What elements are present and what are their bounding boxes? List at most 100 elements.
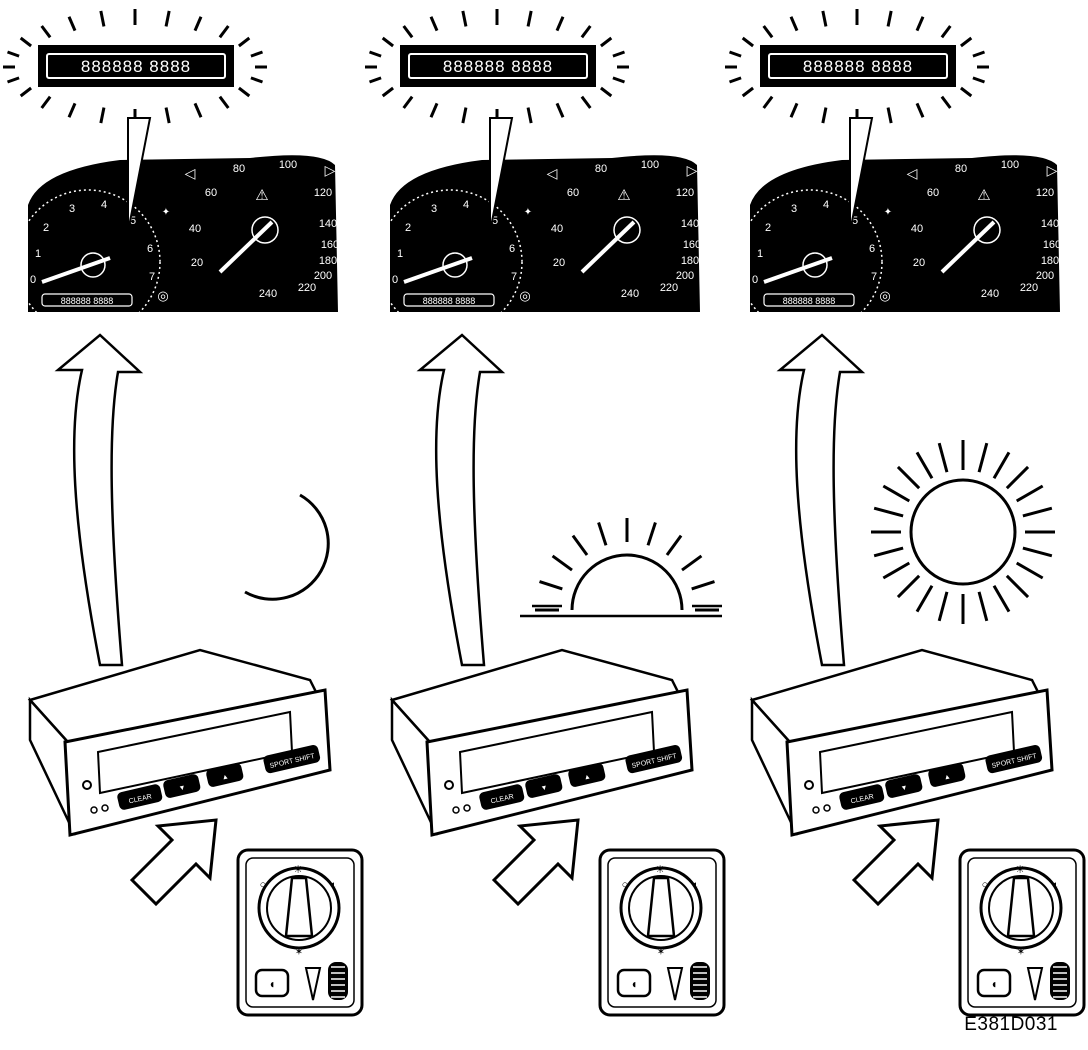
sid-light-sensor-icon	[82, 780, 92, 790]
speedometer-tick-label: 20	[191, 257, 203, 269]
sun-ray-icon	[992, 584, 1011, 613]
speedometer-tick-label: 160	[683, 239, 701, 251]
speedometer-tick-label: 140	[1041, 218, 1059, 230]
sun-ray-icon	[896, 574, 921, 599]
sun-ray-icon	[665, 534, 683, 556]
speedometer-tick-label: 220	[1020, 282, 1038, 294]
parking-light-icon: ○	[260, 879, 267, 891]
sun-ray-icon	[937, 442, 949, 473]
sid-button	[525, 774, 563, 798]
tachometer-tick-label: 1	[757, 248, 763, 260]
glow-ray-icon	[402, 25, 414, 39]
speedometer-tick-label: 200	[1036, 270, 1054, 282]
sid-button	[839, 784, 885, 810]
sid-button	[885, 774, 923, 798]
sid-button-label: ▲	[583, 773, 591, 781]
glow-ray-icon	[461, 107, 468, 124]
sun-ray-icon	[882, 561, 911, 580]
lcd-housing	[760, 45, 956, 87]
illumination-flow-arrow	[776, 333, 866, 667]
turn-left-indicator-icon: ◁	[547, 165, 558, 181]
dimmer-indicator-triangle	[304, 967, 322, 1001]
speedometer-tick-label: 60	[567, 187, 579, 199]
glow-ray-icon	[789, 16, 799, 32]
sid-indicator-led	[812, 806, 820, 814]
sid-button	[625, 744, 683, 774]
light-switch-input-arrow	[491, 818, 580, 907]
glow-ray-icon	[821, 10, 828, 27]
lcd-display-unit: 888888 8888	[3, 9, 267, 125]
sid-button-label: ▲	[943, 773, 951, 781]
lcd-window	[408, 53, 588, 79]
tachometer-tick-label: 5	[852, 215, 858, 227]
lcd-display-unit: 888888 8888	[365, 9, 629, 125]
turn-left-indicator-icon: ◁	[185, 165, 196, 181]
knob-grip	[646, 876, 676, 938]
sun-icon	[871, 440, 1055, 624]
illumination-flow-arrow	[54, 333, 144, 667]
sid-button	[928, 763, 966, 787]
glow-ray-icon	[193, 102, 203, 118]
tachometer-tick-label: 7	[871, 271, 877, 283]
sun-ray-icon	[691, 580, 715, 591]
sun-ray-icon	[1005, 465, 1030, 490]
switch-inner-frame	[245, 857, 355, 1008]
tachometer-hub	[80, 252, 106, 278]
glow-ray-icon	[612, 76, 626, 84]
pointer-wedge	[127, 117, 152, 233]
glow-ray-icon	[461, 10, 468, 27]
glow-ray-icon	[789, 102, 799, 118]
glow-ray-icon	[67, 102, 77, 118]
glow-ray-icon	[164, 10, 171, 27]
sid-button-label: ▲	[221, 773, 229, 781]
sun-ray-icon	[1015, 484, 1044, 503]
speedometer-tick-label: 180	[681, 255, 699, 267]
sun-ray-icon	[873, 546, 904, 558]
glow-ray-icon	[218, 25, 230, 39]
glow-ray-icon	[580, 95, 592, 109]
headlight-icon: ☀	[655, 864, 665, 876]
glow-ray-icon	[6, 50, 20, 58]
sid-indicator-led	[101, 804, 109, 812]
tachometer-tick-label: 6	[869, 243, 875, 255]
fog-light-icon: ◖	[990, 977, 997, 991]
sid-button-label: ▼	[540, 784, 548, 792]
moon-icon	[244, 493, 330, 601]
glow-ray-icon	[960, 36, 973, 48]
panel-dimmer-icon: ✶	[1017, 947, 1025, 958]
tachometer-tick-label: 6	[147, 243, 153, 255]
glow-ray-icon	[886, 10, 893, 27]
switch-inner-frame	[607, 857, 717, 1008]
speedometer-tick-label: 240	[621, 288, 639, 300]
tachometer-hub	[802, 252, 828, 278]
tachometer-needle	[41, 256, 111, 284]
dimmer-indicator-triangle	[1026, 967, 1044, 1001]
odometer-window	[403, 293, 495, 307]
lcd-readout: 888888 8888	[81, 57, 191, 76]
glow-ray-icon	[886, 107, 893, 124]
sun-ray-icon	[915, 584, 934, 613]
tachometer-tick-label: 2	[765, 222, 771, 234]
tachometer-tick-label: 6	[509, 243, 515, 255]
speedometer-tick-label: 220	[660, 282, 678, 294]
sun-ray-icon	[1015, 561, 1044, 580]
lcd-housing	[38, 45, 234, 87]
main-beam-icon: ◐	[1053, 879, 1060, 891]
headlight-switch-panel: ○☀◐✶◖	[236, 848, 364, 1017]
sid-button	[206, 763, 244, 787]
speedometer-tick-label: 120	[314, 187, 332, 199]
parking-light-icon: ○	[982, 879, 989, 891]
cluster-face	[28, 155, 338, 312]
climate-indicator-icon: ✦	[162, 207, 170, 218]
glow-ray-icon	[19, 86, 32, 98]
cluster-face	[390, 155, 700, 312]
pointer-wedge	[849, 117, 874, 233]
odometer-window	[763, 293, 855, 307]
glow-ray-icon	[67, 16, 77, 32]
headlight-icon: ☀	[1015, 864, 1025, 876]
cluster-face	[750, 155, 1060, 312]
speedometer-tick-label: 160	[321, 239, 339, 251]
lcd-readout: 888888 8888	[443, 57, 553, 76]
